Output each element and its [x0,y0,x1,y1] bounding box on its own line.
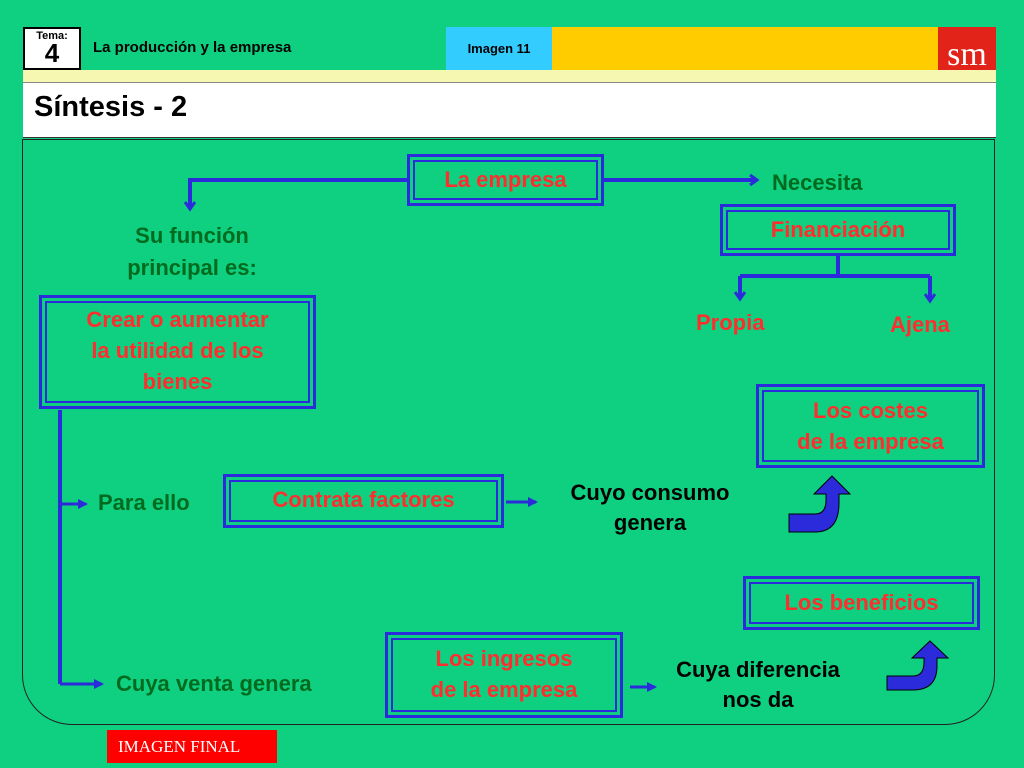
venta-label: Cuya venta genera [116,671,312,696]
header-yellow-bar [552,27,944,70]
box-crear-utilidad: Crear o aumentar la utilidad de los bien… [39,295,316,409]
box-beneficios: Los beneficios [743,576,980,630]
funcion-line1: Su función [135,223,249,248]
topic-title: La producción y la empresa [93,39,292,56]
image-label: Imagen 11 [446,27,552,70]
curved-arrow-beneficios [886,640,950,691]
box-financiacion: Financiación [720,204,956,256]
diferencia-label: Cuya diferencia nos da [643,655,873,715]
consumo-line1: Cuyo consumo [570,480,730,505]
page-title: Síntesis - 2 [34,91,188,123]
diferencia-line1: Cuya diferencia [676,657,840,682]
tema-label: Tema: [36,30,68,42]
box-contrata-factores: Contrata factores [223,474,504,528]
consumo-line2: genera [613,510,687,535]
curved-arrow-costes [788,475,852,533]
diagram-panel [22,139,995,725]
ingresos-line1: Los ingresos [435,646,573,671]
box-ingresos: Los ingresos de la empresa [385,632,623,718]
consumo-label: Cuyo consumo genera [540,478,760,538]
funcion-label: Su función principal es: [92,220,292,284]
la-empresa-text: La empresa [444,167,567,192]
costes-line1: Los costes [813,398,928,423]
contrata-text: Contrata factores [272,487,455,512]
crear-line2: la utilidad de los [91,338,264,363]
diferencia-line2: nos da [722,687,794,712]
costes-line2: de la empresa [797,429,944,454]
funcion-line2: principal es: [127,255,257,280]
arrow-empresa-funcion [190,178,408,208]
header-divider [23,70,996,82]
box-la-empresa: La empresa [407,154,604,206]
box-costes: Los costes de la empresa [756,384,985,468]
imagen-final-button[interactable]: IMAGEN FINAL [107,730,277,763]
tema-badge: Tema: 4 [23,27,81,70]
para-ello-label: Para ello [98,490,190,515]
necesita-label: Necesita [772,170,863,195]
ingresos-line2: de la empresa [430,677,578,702]
ajena-label: Ajena [890,312,950,337]
title-bar: Síntesis - 2 [23,82,996,138]
financiacion-text: Financiación [770,217,906,242]
beneficios-text: Los beneficios [784,590,939,615]
propia-label: Propia [696,310,765,335]
crear-line1: Crear o aumentar [86,307,269,332]
crear-line3: bienes [142,369,213,394]
tema-number: 4 [44,38,60,68]
